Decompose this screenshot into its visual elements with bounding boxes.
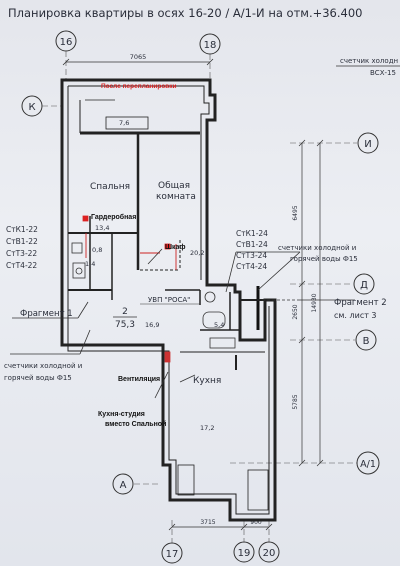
walls	[60, 78, 277, 522]
dim-5785: 5785	[292, 394, 299, 409]
area-5-4: 5,4	[214, 321, 224, 329]
dim-7065: 7065	[130, 53, 147, 61]
fragment-2-label: Фрагмент 2	[334, 298, 387, 308]
counter-label-top: счетчик холодн	[340, 57, 398, 65]
counters-note-left-line1: счетчики холодной и	[4, 362, 82, 370]
bottom-dimension: 3715 900	[168, 519, 273, 531]
axis-19: 19	[238, 548, 251, 559]
axis-A: А	[120, 480, 127, 491]
kitchen-studio-note-line2: вместо Спальной	[105, 420, 166, 428]
area-17-2: 17,2	[200, 424, 214, 432]
axis-K: К	[28, 102, 35, 113]
new-layout-markers	[85, 233, 177, 270]
room-living-line2: комната	[156, 192, 196, 202]
riser-right-3: СтТ3-24	[236, 251, 267, 260]
axis-markers: 16 18 К И Д В А/1 А 17 19 20	[21, 30, 380, 564]
riser-right-4: СтТ4-24	[236, 262, 267, 271]
closet-note: Шкаф	[165, 244, 186, 251]
axis-A1: А/1	[360, 459, 376, 470]
riser-left-3: СтТ3-22	[6, 249, 37, 258]
apartment-number: 2	[122, 307, 128, 317]
counter-model-top: ВСХ-15	[370, 69, 396, 77]
riser-left-4: СтТ4-22	[6, 261, 37, 270]
area-20-2: 20,2	[190, 249, 204, 257]
dim-900: 900	[250, 519, 262, 526]
axis-17: 17	[166, 549, 179, 560]
dim-3715: 3715	[200, 519, 215, 526]
area-7-6: 7,6	[119, 119, 129, 127]
riser-right-2: СтВ1-24	[236, 240, 268, 249]
axis-20: 20	[263, 548, 276, 559]
dim-14930: 14930	[311, 293, 318, 312]
room-bedroom: Спальня	[90, 182, 130, 192]
riser-right-1: СтК1-24	[236, 229, 268, 238]
top-dimension: 7065	[62, 53, 214, 66]
leader-lines	[10, 248, 355, 399]
riser-left-2: СтВ1-22	[6, 237, 38, 246]
room-living-line1: Общая	[158, 181, 190, 191]
area-13-4: 13,4	[95, 224, 109, 232]
counter-note-top: счетчик холодн ВСХ-15	[336, 57, 400, 77]
counters-note-left-line2: горячей воды Ф15	[4, 374, 72, 382]
axis-18: 18	[204, 40, 217, 51]
redevelopment-heading: После перепланировки	[101, 83, 177, 90]
axis-lines	[42, 51, 357, 543]
axis-D: Д	[360, 280, 368, 291]
area-1-4: 1,4	[85, 260, 95, 268]
riser-labels-right: СтК1-24 СтВ1-24 СтТ3-24 СтТ4-24	[236, 229, 268, 271]
axis-I: И	[364, 139, 371, 150]
ventilation-note: Вентиляция	[118, 376, 160, 383]
fragment-2-sheet: см. лист 3	[334, 311, 377, 320]
uvp-label: УВП "РОСА"	[148, 296, 190, 304]
dim-6495: 6495	[292, 205, 299, 220]
plan-title: Планировка квартиры в осях 16-20 / А/1-И…	[8, 6, 362, 20]
axis-V: В	[363, 336, 370, 347]
area-16-9: 16,9	[145, 321, 159, 329]
riser-labels-left: СтК1-22 СтВ1-22 СтТ3-22 СтТ4-22	[6, 225, 38, 270]
kitchen-studio-note-line1: Кухня-студия	[98, 411, 145, 418]
axis-16: 16	[60, 37, 73, 48]
right-dimensions	[298, 139, 324, 467]
dim-2650: 2650	[292, 304, 299, 319]
apartment-area: 75,3	[115, 320, 135, 330]
area-0-8: 0,8	[92, 246, 102, 254]
fragment-1-label: Фрагмент 1	[20, 309, 73, 319]
riser-left-1: СтК1-22	[6, 225, 38, 234]
wardrobe-note: Гардеробная	[91, 213, 136, 221]
room-kitchen: Кухня	[193, 376, 221, 386]
counters-note-right-line2: горячей воды Ф15	[290, 255, 358, 263]
counters-note-right-line1: счетчики холодной и	[278, 244, 356, 252]
fixtures	[71, 215, 237, 370]
